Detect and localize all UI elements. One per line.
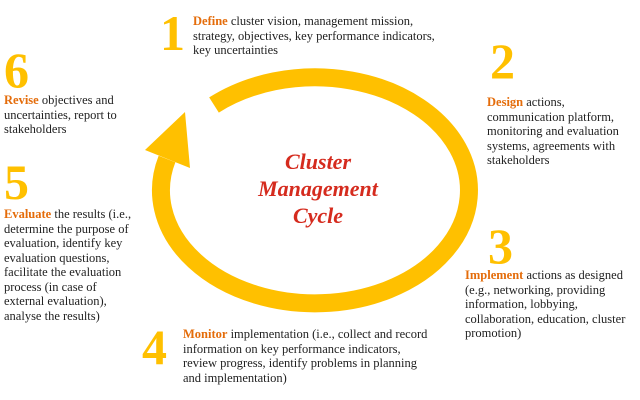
cycle-arrowhead-icon [145, 112, 190, 168]
step-label: Define [193, 14, 228, 28]
step-text: the results (i.e., determine the purpose… [4, 207, 132, 323]
step-text: objectives and uncertainties, report to … [4, 93, 117, 136]
step-label: Revise [4, 93, 39, 107]
step-number-3: 3 [488, 218, 513, 274]
step-label: Evaluate [4, 207, 52, 221]
cycle-title: Cluster Management Cycle [230, 148, 406, 229]
step-text: actions, communication platform, monitor… [487, 95, 619, 167]
title-line: Management [258, 176, 378, 201]
step-text: implementation (i.e., collect and record… [183, 327, 428, 385]
step-design: Design actions, communication platform, … [487, 95, 632, 168]
title-line: Cluster [284, 149, 352, 174]
step-number-4: 4 [142, 319, 167, 375]
cycle-arc [151, 68, 478, 313]
title-line: Cycle [292, 203, 344, 228]
step-text: actions as designed (e.g., networking, p… [465, 268, 626, 340]
step-monitor: Monitor implementation (i.e., collect an… [183, 327, 428, 385]
step-number-6: 6 [4, 42, 29, 98]
step-revise: Revise objectives and uncertainties, rep… [4, 93, 139, 137]
step-define: Define cluster vision, management missio… [193, 14, 453, 58]
step-text: cluster vision, management mission, stra… [193, 14, 435, 57]
step-number-1: 1 [160, 5, 185, 61]
step-label: Monitor [183, 327, 228, 341]
step-label: Implement [465, 268, 524, 282]
step-number-5: 5 [4, 154, 29, 210]
step-evaluate: Evaluate the results (i.e., determine th… [4, 207, 139, 323]
step-implement: Implement actions as designed (e.g., net… [465, 268, 635, 341]
step-number-2: 2 [490, 33, 515, 89]
step-label: Design [487, 95, 524, 109]
